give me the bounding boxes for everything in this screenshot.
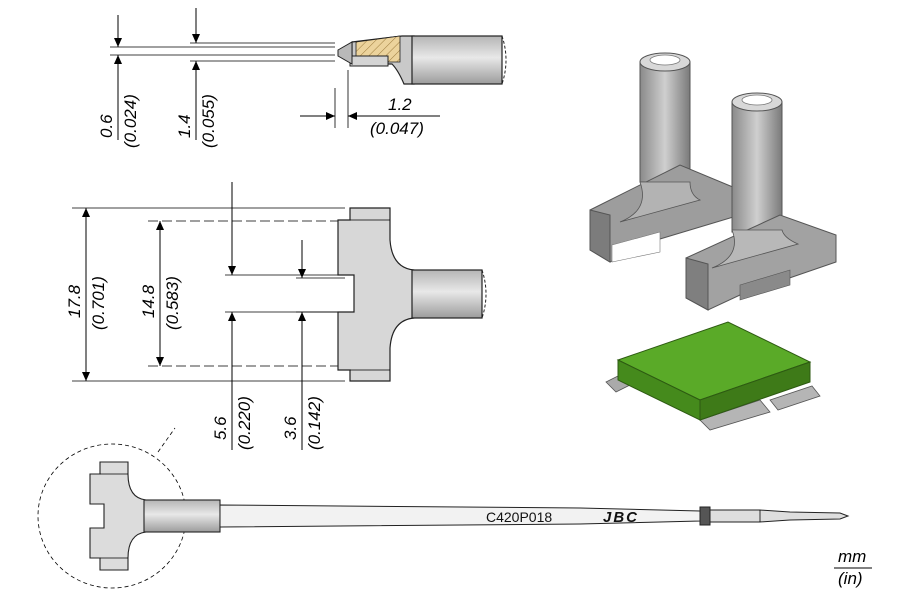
dim-0-6-in: (0.024) (121, 94, 140, 148)
full-tip: C420P018 JBC (37, 427, 850, 589)
dim-3-6-in: (0.142) (305, 396, 324, 450)
dim-1-2-mm: 1.2 (388, 95, 412, 114)
dim-1-2-in: (0.047) (370, 119, 424, 138)
dim-1-4-in: (0.055) (199, 94, 218, 148)
side-view: 1.2 (0.047) 0.6 (0.024) 1.4 (0.055) (97, 8, 507, 148)
chip-3d-render (605, 321, 821, 431)
dim-1-4-mm: 1.4 (175, 114, 194, 138)
front-tip-shape (337, 207, 415, 382)
dim-17-8-in: (0.701) (89, 276, 108, 330)
dim-5-6-in: (0.220) (235, 396, 254, 450)
units-in: (in) (838, 569, 863, 588)
side-shaft (411, 35, 503, 85)
dim-17-8-mm: 17.8 (65, 284, 84, 318)
dim-0-6-mm: 0.6 (97, 114, 116, 138)
side-tip-lip (349, 55, 389, 67)
brand-logo: JBC (603, 509, 639, 526)
dim-5-6-mm: 5.6 (211, 416, 230, 440)
front-shaft (411, 269, 483, 319)
tip-model: C420P018 (486, 509, 552, 525)
dim-14-8-in: (0.583) (163, 276, 182, 330)
units-mm: mm (838, 547, 866, 566)
chip-side-right (699, 361, 811, 421)
tip-3d-render (589, 52, 837, 311)
front-view: 17.8 (0.701) 14.8 (0.583) 5.6 (0.220) 3.… (65, 182, 487, 450)
dim-14-8-mm: 14.8 (139, 284, 158, 318)
dim-3-6-mm: 3.6 (281, 416, 300, 440)
